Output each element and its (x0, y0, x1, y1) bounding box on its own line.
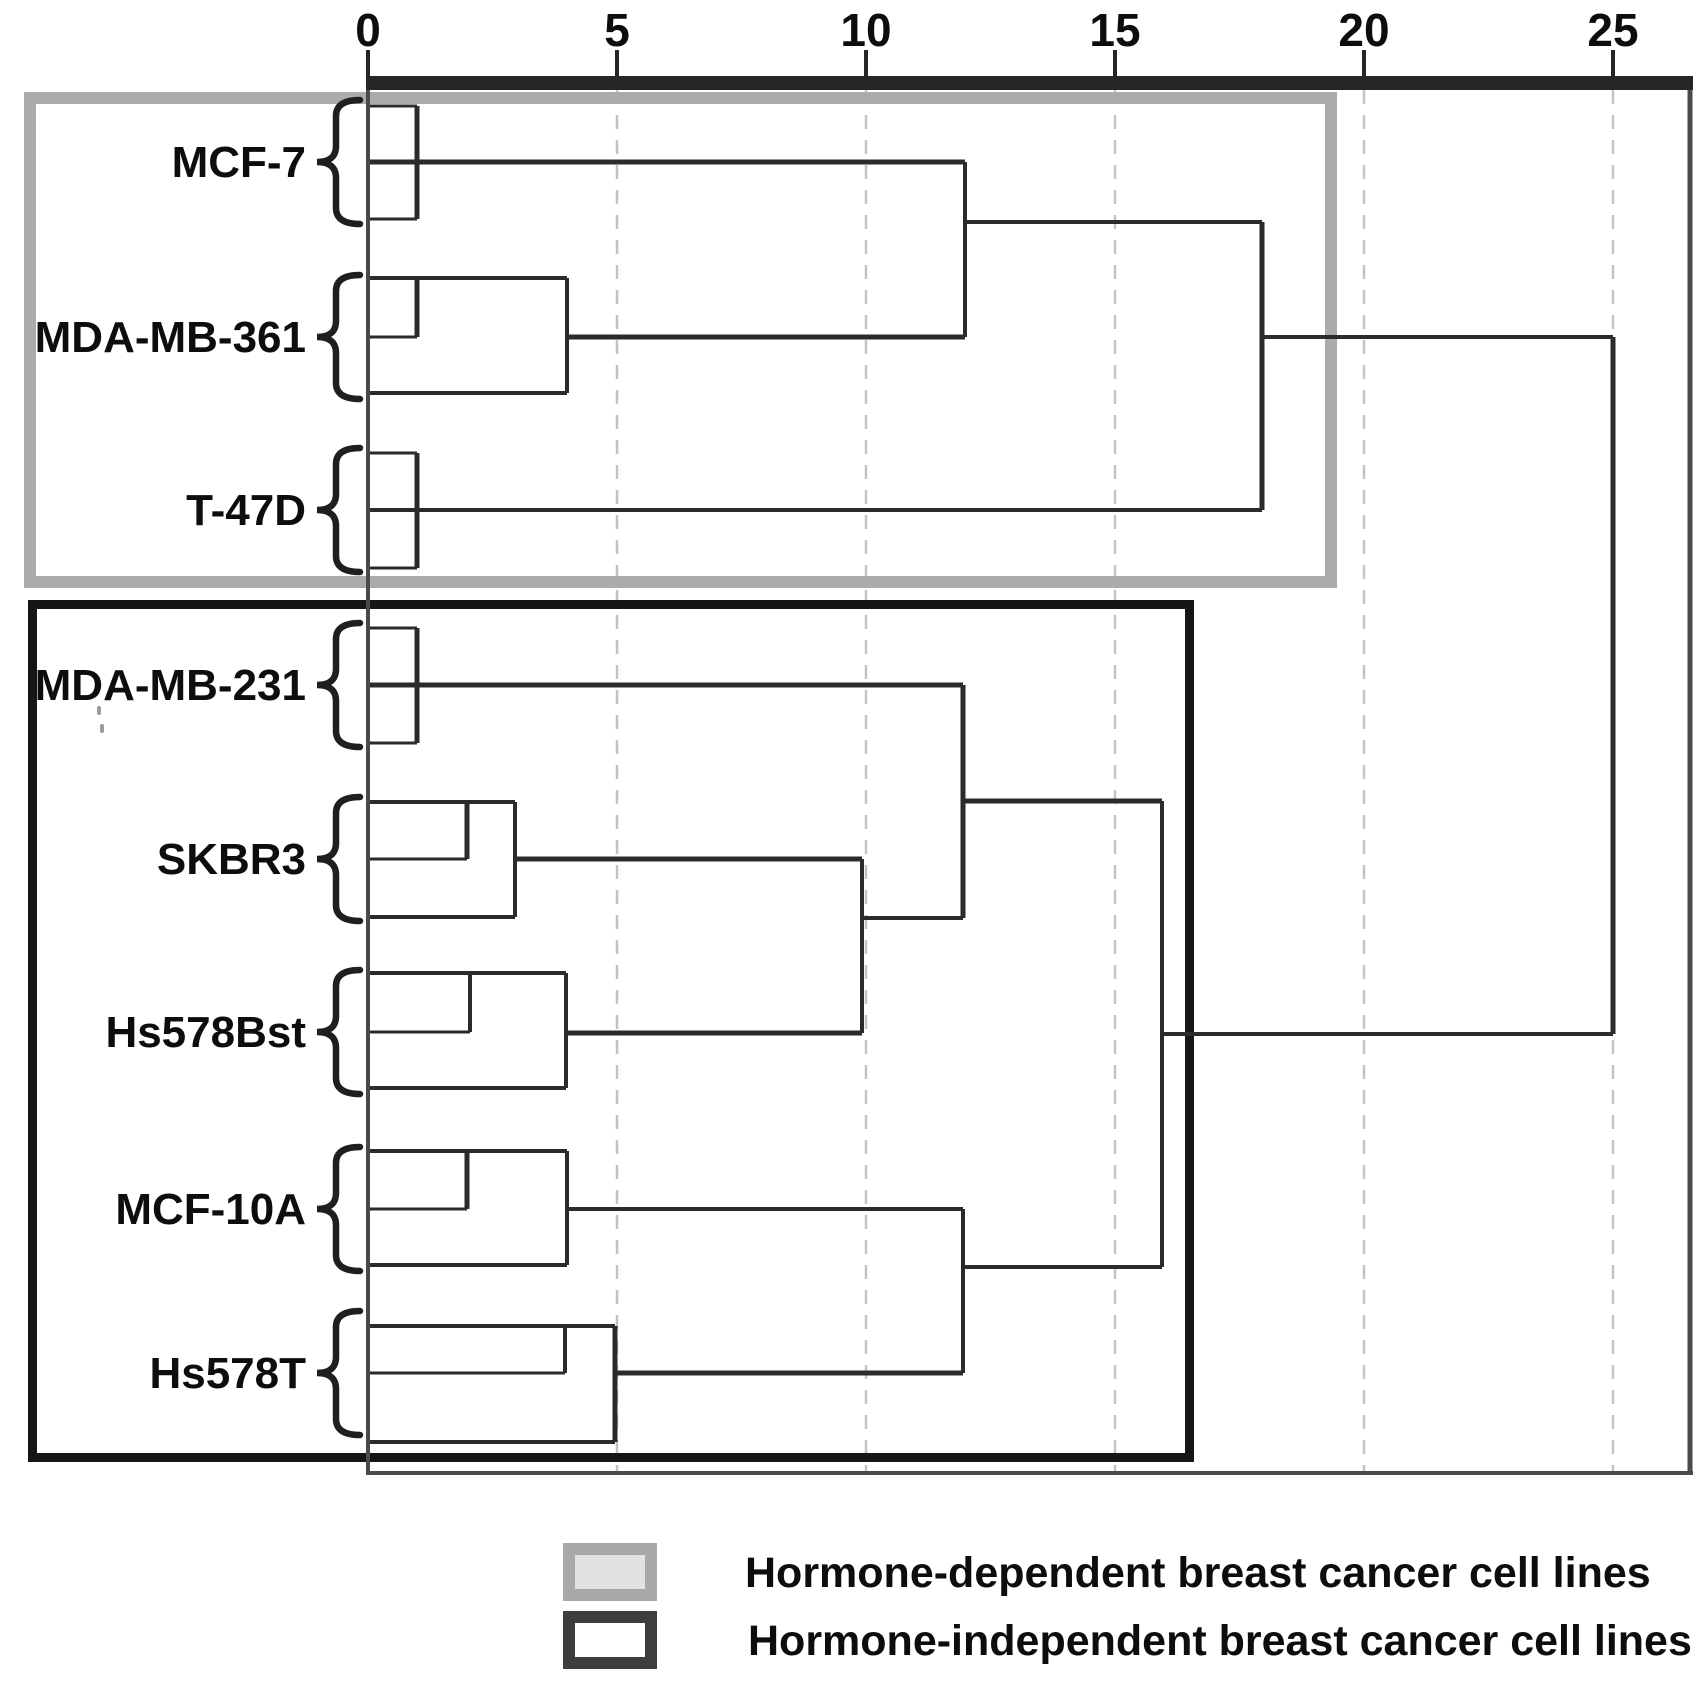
brace-Hs578Bst (316, 966, 364, 1098)
leaf-label-Hs578Bst: Hs578Bst (105, 1008, 306, 1057)
leaf-label-MDA-MB-361: MDA-MB-361 (35, 313, 306, 362)
brace-T-47D (316, 444, 364, 576)
hormone-dependent-group-box (24, 92, 1337, 588)
scan-artifact-1 (100, 724, 104, 733)
brace-SKBR3 (316, 793, 364, 925)
leaf-label-MCF-7: MCF-7 (172, 138, 306, 187)
leaf-label-SKBR3: SKBR3 (157, 835, 306, 884)
axis-tick-label-10: 10 (840, 4, 891, 56)
leaf-label-MDA-MB-231: MDA-MB-231 (35, 661, 306, 710)
scan-artifact-0 (97, 706, 101, 715)
brace-MDA-MB-361 (316, 271, 364, 403)
legend-swatch-independent (563, 1611, 657, 1669)
brace-MCF-7 (316, 96, 364, 228)
axis-tick-label-20: 20 (1338, 4, 1389, 56)
brace-Hs578T (316, 1307, 364, 1439)
brace-MCF-10A (316, 1143, 364, 1275)
leaf-label-MCF-10A: MCF-10A (115, 1185, 306, 1234)
legend-label-dependent: Hormone-dependent breast cancer cell lin… (745, 1549, 1651, 1597)
axis-tick-label-5: 5 (604, 4, 630, 56)
axis-tick-label-25: 25 (1587, 4, 1638, 56)
leaf-label-Hs578T: Hs578T (149, 1349, 306, 1398)
legend-label-independent: Hormone-independent breast cancer cell l… (748, 1617, 1692, 1665)
hormone-independent-group-box (28, 600, 1194, 1462)
leaf-label-T-47D: T-47D (186, 486, 306, 535)
axis-bar (366, 76, 1693, 90)
axis-tick-label-0: 0 (355, 4, 381, 56)
axis-tick-label-15: 15 (1089, 4, 1140, 56)
legend-swatch-dependent (563, 1543, 657, 1601)
brace-MDA-MB-231 (316, 619, 364, 751)
